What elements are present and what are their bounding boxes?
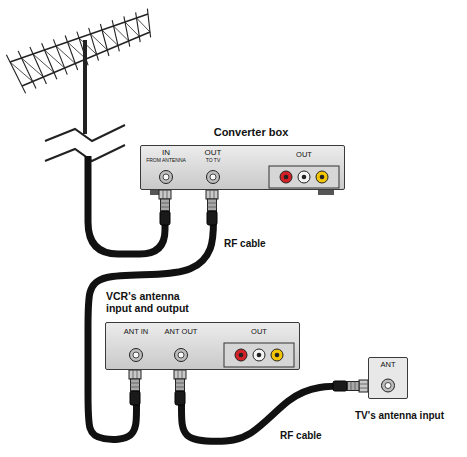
box-foot bbox=[318, 190, 334, 195]
antenna-element bbox=[22, 58, 44, 77]
f-connector-jack bbox=[382, 379, 395, 392]
rca-jack bbox=[280, 171, 292, 183]
port-label: TO TV bbox=[206, 158, 221, 164]
antenna-mast bbox=[83, 40, 87, 134]
converter-box: Converter boxINFROM ANTENNAOUTTO TVOUT bbox=[140, 145, 345, 190]
antenna-element bbox=[137, 18, 151, 32]
antenna-element bbox=[102, 30, 118, 46]
f-plug bbox=[174, 370, 186, 405]
antenna-element bbox=[114, 26, 129, 41]
antenna-element bbox=[112, 20, 119, 51]
rf-cable bbox=[88, 190, 214, 439]
output-panel bbox=[269, 166, 339, 188]
port-label: OUT bbox=[205, 148, 222, 157]
antenna-element bbox=[136, 12, 141, 42]
f-connector-jack bbox=[207, 171, 220, 184]
antenna-element bbox=[89, 28, 99, 61]
antenna-element bbox=[33, 54, 54, 73]
f-connector-jack bbox=[160, 171, 173, 184]
output-panel bbox=[224, 343, 294, 367]
rf-cable bbox=[182, 370, 369, 441]
antenna-element bbox=[79, 38, 97, 55]
antenna-element bbox=[30, 47, 47, 84]
box-heading: Converter box bbox=[214, 126, 289, 139]
cable-label: RF cable bbox=[222, 238, 268, 250]
antenna-element bbox=[125, 22, 139, 37]
antenna-element bbox=[124, 16, 130, 46]
f-connector-jack bbox=[175, 349, 188, 362]
rca-jack bbox=[298, 171, 310, 183]
antenna-boom bbox=[10, 14, 148, 62]
box-heading: VCR's antenna input and output bbox=[106, 290, 204, 314]
port-label: ANT IN bbox=[124, 328, 148, 337]
rca-jack bbox=[316, 171, 328, 183]
antenna-element bbox=[147, 9, 150, 38]
antenna-element bbox=[18, 51, 36, 89]
f-plug bbox=[206, 190, 218, 225]
jack-panel bbox=[141, 146, 346, 191]
antenna-element bbox=[42, 43, 57, 79]
port-label: ANT bbox=[381, 361, 396, 370]
rca-jack bbox=[253, 349, 265, 361]
f-plug bbox=[159, 190, 171, 225]
antenna-element bbox=[100, 24, 109, 56]
antenna bbox=[6, 9, 150, 94]
tv-input-panel: ANTTV's antenna input bbox=[368, 357, 408, 399]
rca-jack bbox=[271, 349, 283, 361]
break-mark bbox=[45, 125, 125, 141]
f-plug bbox=[333, 380, 368, 392]
antenna-element bbox=[53, 39, 67, 74]
f-plug bbox=[129, 370, 141, 405]
cable-label: RF cable bbox=[278, 430, 324, 442]
port-label: OUT bbox=[296, 151, 312, 160]
antenna-element bbox=[91, 34, 108, 50]
f-connector-jack bbox=[130, 349, 143, 362]
rca-jack bbox=[235, 349, 247, 361]
port-label: OUT bbox=[251, 328, 267, 337]
port-label: FROM ANTENNA bbox=[146, 158, 186, 164]
port-label: IN bbox=[162, 148, 170, 157]
port-label: ANT OUT bbox=[165, 328, 198, 337]
antenna-element bbox=[65, 36, 78, 70]
antenna-element bbox=[45, 50, 65, 68]
box-heading: TV's antenna input bbox=[355, 410, 444, 422]
vcr-box: VCR's antenna input and outputANT INANT … bbox=[105, 322, 300, 370]
antenna-element bbox=[56, 46, 75, 64]
